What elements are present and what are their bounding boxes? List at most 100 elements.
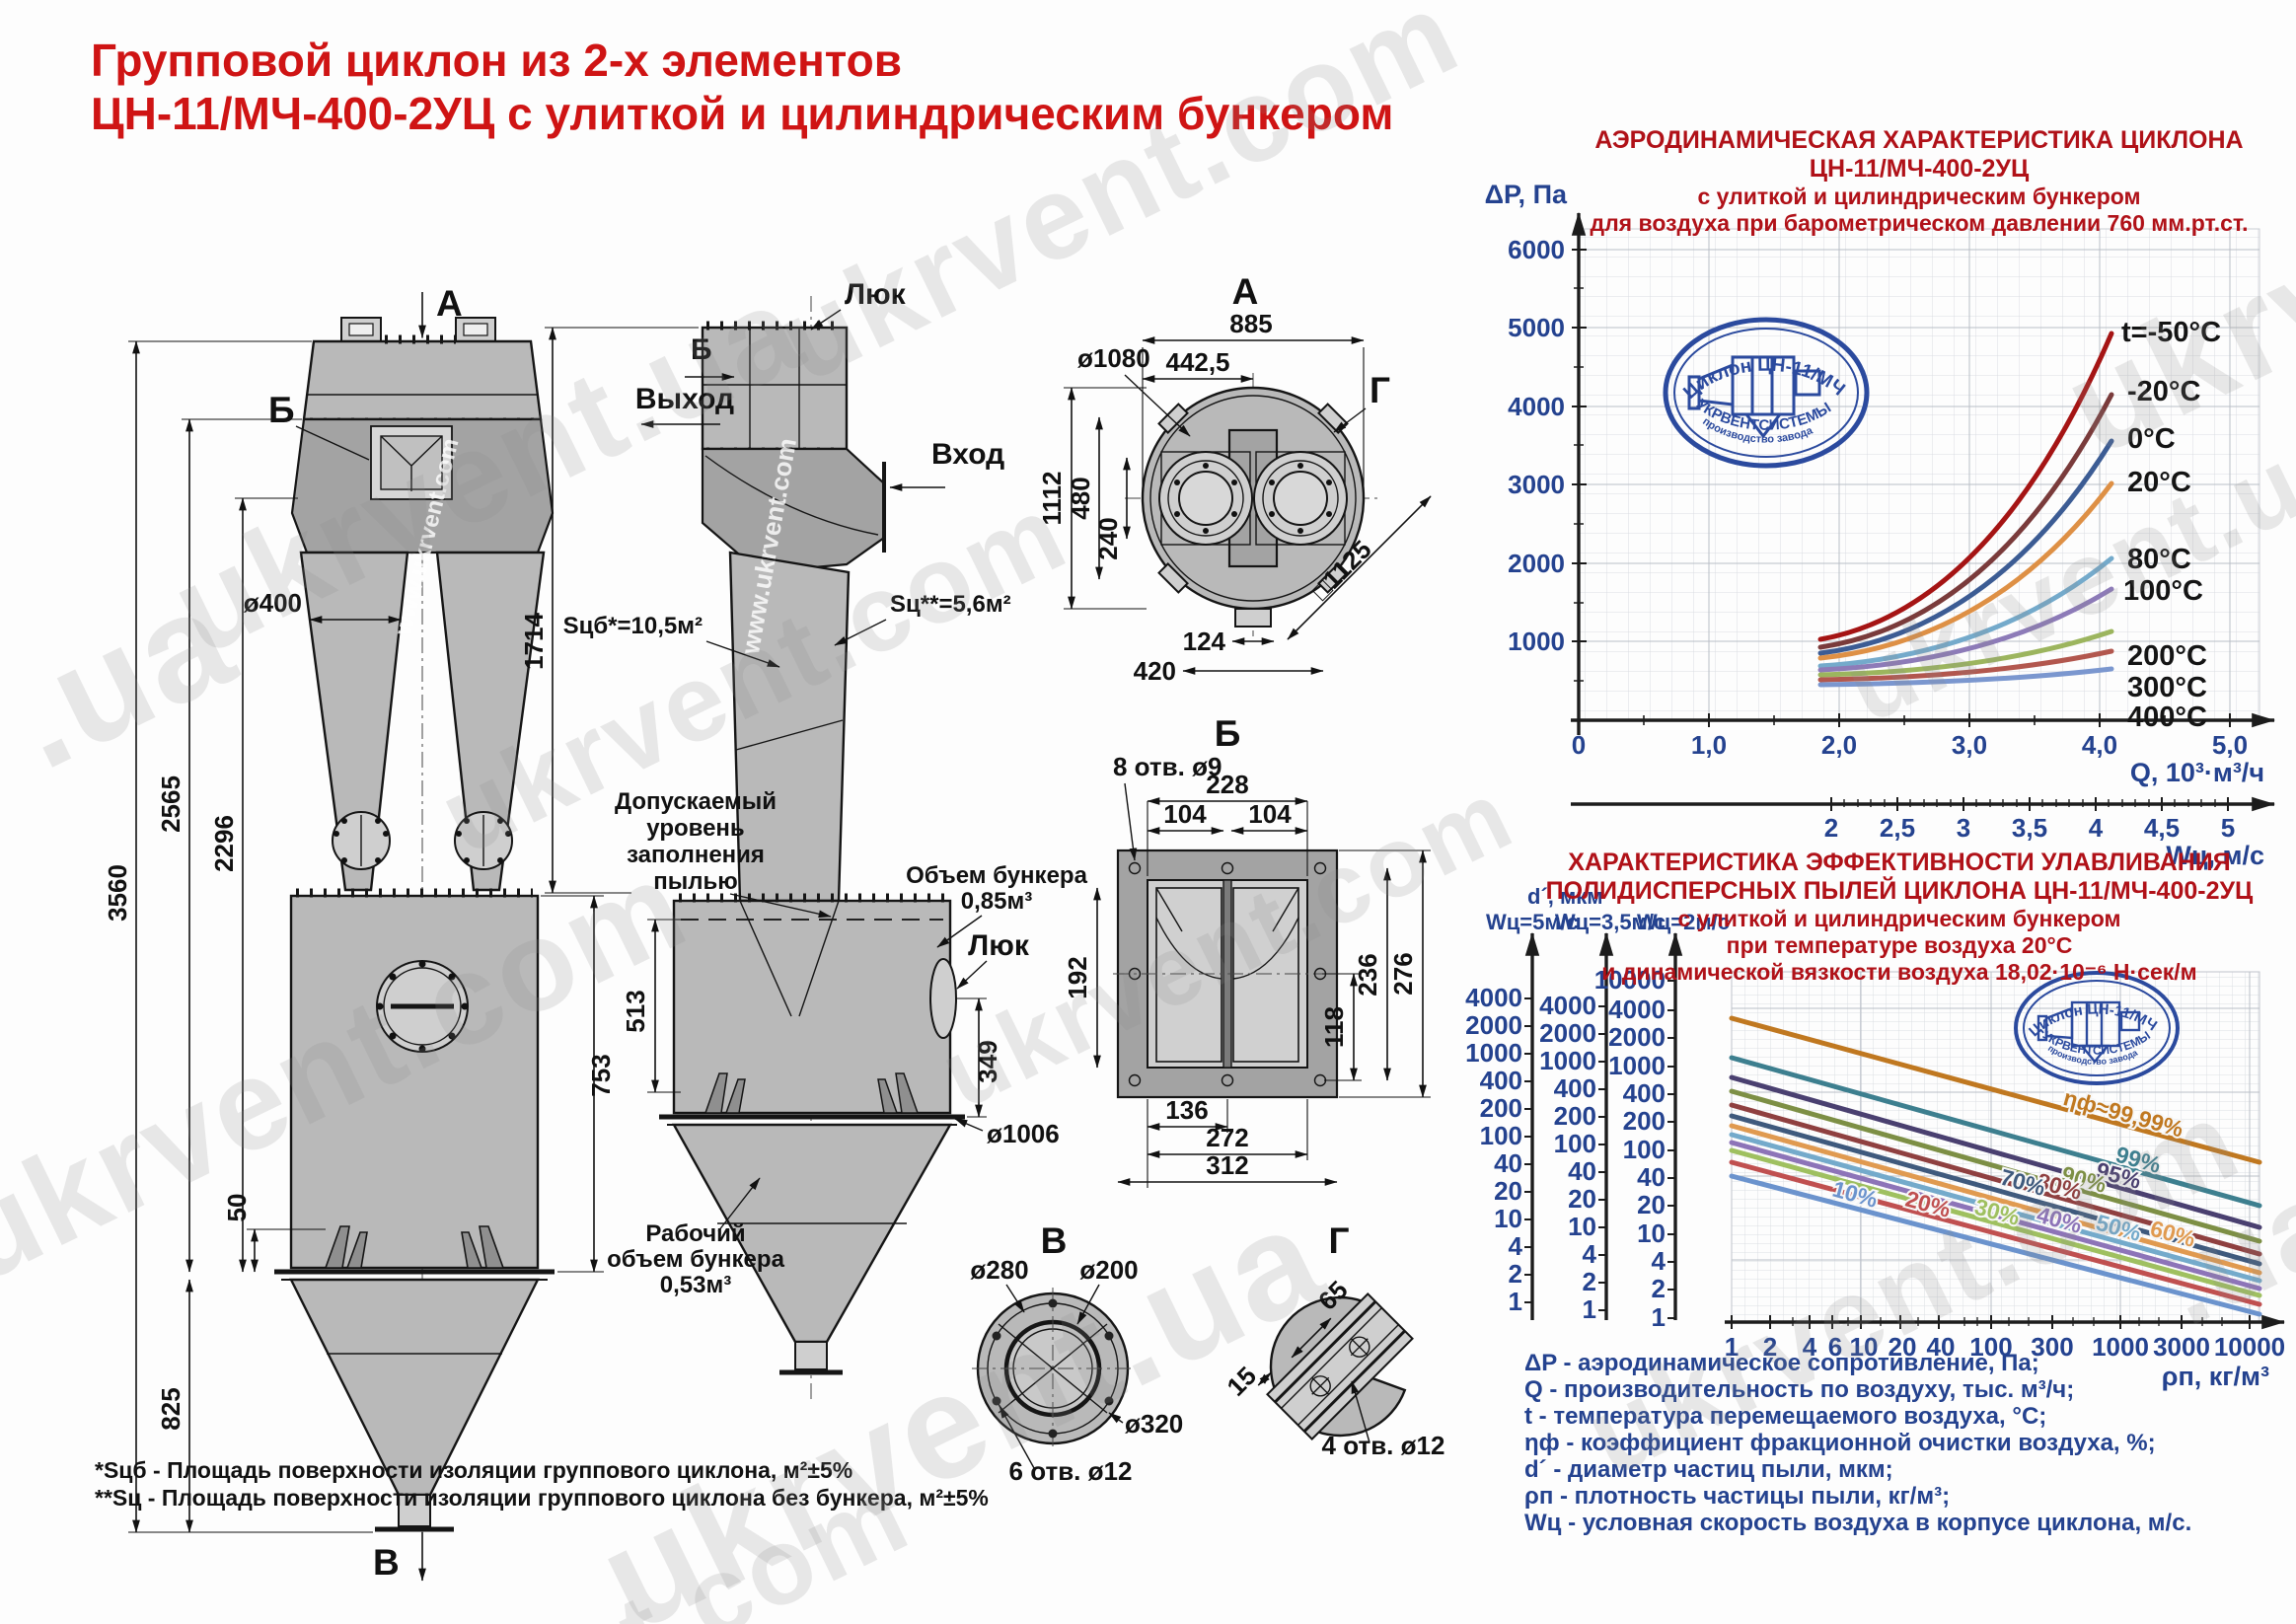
aero-title-3: для воздуха при барометрическом давлении… (1590, 210, 2249, 236)
eff-lines (1729, 1015, 2262, 1317)
svg-text:40: 40 (1637, 1162, 1666, 1192)
svg-text:3000: 3000 (2153, 1332, 2210, 1362)
dim-312: 312 (1206, 1150, 1248, 1180)
svg-text:2000: 2000 (1508, 549, 1565, 578)
curve-t-80 (1817, 555, 2114, 669)
svg-text:10000: 10000 (2214, 1332, 2285, 1362)
aero-axis-ticks (1572, 249, 2231, 727)
svg-text:4000: 4000 (1508, 392, 1565, 421)
insulation-area-with-bunker: Sцб*=10,5м² (563, 613, 703, 639)
svg-text:200: 200 (1480, 1093, 1522, 1123)
dim-272: 272 (1206, 1123, 1248, 1152)
dim-d1006: ø1006 (987, 1119, 1060, 1148)
svg-text:1: 1 (1652, 1302, 1666, 1332)
svg-text:1: 1 (1509, 1287, 1522, 1316)
aero-curve-labels: t=-50°C -20°C 0°C 20°C 80°C 100°C 200°C … (2121, 317, 2221, 733)
svg-text:t=-50°C: t=-50°C (2121, 317, 2221, 348)
aero-major-grid (1579, 229, 2259, 720)
dim-192: 192 (1063, 956, 1092, 998)
dim-1714: 1714 (519, 613, 549, 670)
svg-text:4,0: 4,0 (2082, 730, 2117, 760)
view-g-geometry: 15 65 4 отв. ø12 (1221, 1275, 1444, 1460)
aero-chart-header: АЭРОДИНАМИЧЕСКАЯ ХАРАКТЕРИСТИКА ЦИКЛОНА … (1564, 126, 2274, 237)
svg-text:1000: 1000 (1508, 627, 1565, 656)
dim-420: 420 (1134, 656, 1176, 686)
svg-text:пылью: пылью (653, 868, 738, 895)
svg-text:Wц=5м/с: Wц=5м/с (1486, 910, 1579, 934)
svg-text:4: 4 (2089, 813, 2104, 843)
view-v-title: В (1041, 1220, 1068, 1261)
insulation-area-no-bunker: Sц**=5,6м² (890, 591, 1011, 618)
eff-velocity-axes (1524, 931, 1683, 1320)
dim-50: 50 (222, 1194, 252, 1222)
svg-text:0,85м³: 0,85м³ (961, 888, 1032, 915)
dim-d280: ø280 (970, 1255, 1028, 1285)
dim-3560: 3560 (103, 864, 132, 922)
svg-text:0: 0 (1572, 730, 1586, 760)
view-g-title: Г (1329, 1220, 1350, 1261)
svg-text:0,53м³: 0,53м³ (660, 1272, 731, 1298)
svg-text:100: 100 (1480, 1121, 1522, 1150)
dim-885: 885 (1229, 309, 1272, 338)
svg-text:3000: 3000 (1508, 470, 1565, 499)
dim-136: 136 (1165, 1095, 1208, 1125)
support-bracket (704, 1072, 728, 1114)
eff-d-axis-label: d´, мкм (1527, 884, 1603, 909)
dim-d1080: ø1080 (1077, 343, 1150, 373)
svg-text:1,0: 1,0 (1691, 730, 1727, 760)
svg-text:200: 200 (1554, 1101, 1596, 1131)
svg-text:4: 4 (1803, 1332, 1817, 1362)
dim-104b: 104 (1248, 799, 1292, 829)
svg-text:20: 20 (1889, 1332, 1917, 1362)
svg-text:2: 2 (1763, 1332, 1777, 1362)
svg-text:200°C: 200°C (2127, 640, 2207, 672)
svg-text:40: 40 (1568, 1156, 1596, 1186)
svg-text:Wц=3,5м/с: Wц=3,5м/с (1555, 910, 1666, 934)
page-title: Групповой циклон из 2-х элементов ЦН-11/… (91, 34, 1393, 140)
view-v-arrow-label: В (373, 1542, 400, 1583)
svg-text:100: 100 (1623, 1135, 1666, 1164)
outlet-label: Выход (635, 383, 734, 415)
hatch-label-top: Люк (845, 278, 907, 311)
outlet-box (701, 326, 849, 451)
symbols-legend: ΔP - аэродинамическое сопротивление, Па;… (1524, 1350, 2191, 1536)
bunker-side-manhole (929, 958, 957, 1039)
eff-x-ticks (1731, 1315, 2251, 1329)
dim-480: 480 (1066, 477, 1095, 519)
bunker-volume-note: Объем бункера (906, 862, 1087, 889)
support-bracket (479, 1225, 505, 1269)
section-b-title: Б (1215, 713, 1241, 754)
svg-text:20: 20 (1568, 1184, 1596, 1214)
svg-text:10: 10 (1568, 1212, 1596, 1241)
svg-text:20: 20 (1494, 1176, 1522, 1206)
footnote-1: *Sцб - Площадь поверхности изоляции груп… (95, 1457, 853, 1483)
view-a-arrow-label: А (436, 283, 463, 324)
aero-chart: ΔP, Па 6000 5000 4000 3000 2000 1000 0 1… (1485, 180, 2276, 870)
svg-text:300°C: 300°C (2127, 672, 2207, 703)
svg-text:2: 2 (1509, 1259, 1522, 1289)
dim-240: 240 (1093, 517, 1123, 559)
section-b-view: Б 8 отв. ø9 228 104 (1063, 713, 1431, 1188)
bottom-tab (1234, 608, 1272, 627)
section-b-geometry (1113, 849, 1342, 1099)
svg-text:3: 3 (1957, 813, 1970, 843)
dim-228: 228 (1206, 770, 1248, 799)
svg-text:40: 40 (1494, 1148, 1522, 1178)
svg-text:1000: 1000 (1608, 1051, 1666, 1080)
svg-text:-20°C: -20°C (2127, 376, 2201, 407)
side-view-annotations: Люк Б Выход Вход Sцб*=10,5м² Sц**=5,6м² … (563, 278, 1088, 1298)
svg-text:заполнения: заполнения (627, 842, 765, 868)
svg-text:1000: 1000 (2092, 1332, 2149, 1362)
dim-d320: ø320 (1125, 1409, 1183, 1439)
eff-x-axis-label: ρп, кг/м³ (2162, 1362, 2269, 1391)
svg-text:4,5: 4,5 (2144, 813, 2180, 843)
legend-rho: ρп - плотность частицы пыли, кг/м³; (1524, 1483, 1951, 1510)
eff-axis3-ticklabels: 10000 4000 2000 1000 400 200 100 40 20 1… (1594, 965, 1666, 1332)
svg-text:4000: 4000 (1539, 991, 1596, 1020)
svg-text:5: 5 (2221, 813, 2235, 843)
svg-text:5,0: 5,0 (2212, 730, 2248, 760)
dim-d200: ø200 (1079, 1255, 1138, 1285)
dim-118: 118 (1319, 1006, 1349, 1048)
